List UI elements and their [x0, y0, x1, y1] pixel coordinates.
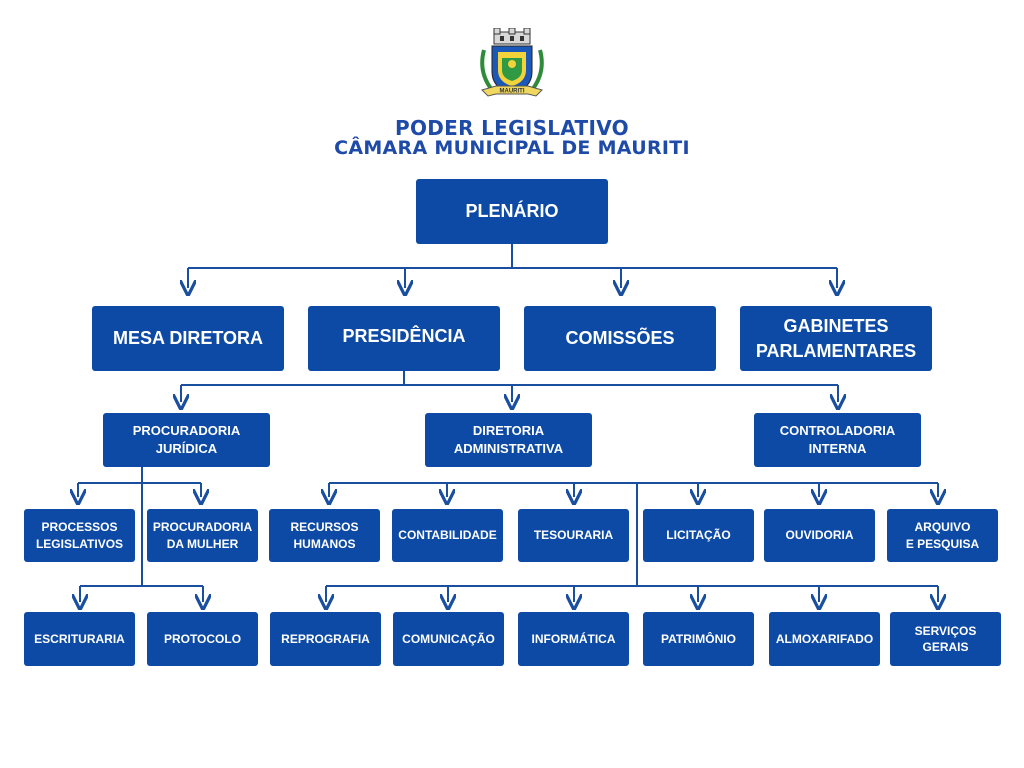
emblem-ribbon-text: MAURITI — [500, 89, 525, 95]
node-informatica: INFORMÁTICA — [518, 612, 629, 666]
node-comunicacao: COMUNICAÇÃO — [393, 612, 504, 666]
node-contabilidade: CONTABILIDADE — [392, 509, 503, 562]
page-subtitle: CÂMARA MUNICIPAL DE MAURITI — [334, 137, 690, 159]
node-recursos-humanos: RECURSOS HUMANOS — [269, 509, 380, 562]
page-title: PODER LEGISLATIVO — [395, 116, 629, 140]
node-almoxarifado: ALMOXARIFADO — [769, 612, 880, 666]
node-servicos-gerais: SERVIÇOS GERAIS — [890, 612, 1001, 666]
node-arquivo-e-pesquisa: ARQUIVO E PESQUISA — [887, 509, 998, 562]
node-diretoria-administrativa: DIRETORIA ADMINISTRATIVA — [425, 413, 592, 467]
node-reprografia: REPROGRAFIA — [270, 612, 381, 666]
node-tesouraria: TESOURARIA — [518, 509, 629, 562]
node-protocolo: PROTOCOLO — [147, 612, 258, 666]
node-patrimonio: PATRIMÔNIO — [643, 612, 754, 666]
node-gabinetes-parlamentares: GABINETES PARLAMENTARES — [740, 306, 932, 371]
node-controladoria-interna: CONTROLADORIA INTERNA — [754, 413, 921, 467]
node-plenario: PLENÁRIO — [416, 179, 608, 244]
node-procuradoria-da-mulher: PROCURADORIA DA MULHER — [147, 509, 258, 562]
node-escrituraria: ESCRITURARIA — [24, 612, 135, 666]
node-procuradoria-juridica: PROCURADORIA JURÍDICA — [103, 413, 270, 467]
node-ouvidoria: OUVIDORIA — [764, 509, 875, 562]
node-mesa-diretora: MESA DIRETORA — [92, 306, 284, 371]
municipal-coat-of-arms-icon: MAURITI — [480, 28, 544, 97]
node-presidencia: PRESIDÊNCIA — [308, 306, 500, 371]
node-processos-legislativos: PROCESSOS LEGISLATIVOS — [24, 509, 135, 562]
node-comissoes: COMISSÕES — [524, 306, 716, 371]
node-licitacao: LICITAÇÃO — [643, 509, 754, 562]
